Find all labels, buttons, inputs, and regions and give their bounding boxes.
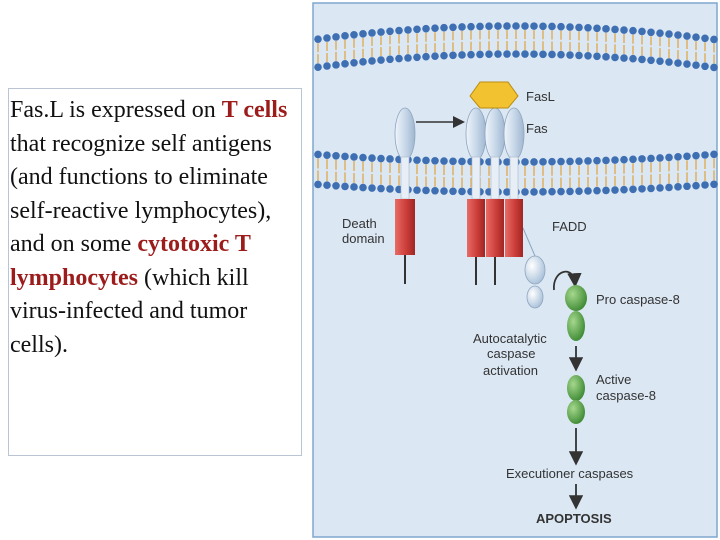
recruitment-curve-arrow [553, 270, 582, 291]
autocatalytic-label-line1: Autocatalytic [473, 331, 547, 346]
diagram-background [312, 2, 718, 538]
autocatalytic-label-line3: activation [483, 363, 538, 378]
procaspase-8 [565, 285, 587, 341]
executioner-caspases-label: Executioner caspases [506, 466, 634, 481]
procaspase-label: Pro caspase-8 [596, 292, 680, 307]
death-domain-label-line1: Death [342, 216, 377, 231]
unbound-fas-receptor [394, 107, 416, 284]
fas-receptor-trimer [465, 107, 525, 285]
text-segment: Fas.L is expressed on [10, 97, 222, 123]
fadd-label: FADD [552, 219, 587, 234]
active-caspase-label-line1: Active [596, 372, 631, 387]
autocatalytic-label-line2: caspase [487, 346, 535, 361]
active-caspase-8 [567, 375, 585, 424]
fasl-ligand [469, 81, 519, 109]
fas-apoptosis-diagram: Death domain FADD Pro caspase-8 Autocata… [312, 2, 718, 538]
text-segment: (which kill virus-infected and tumor cel… [10, 264, 249, 358]
highlighted-term: T cells [221, 97, 288, 123]
fadd-adaptor [522, 227, 546, 309]
description-text-box: Fas.L is expressed on T cells that recog… [8, 88, 302, 456]
ligand-cell-membrane [314, 22, 718, 72]
text-segment: that recognize self antigens (and functi… [10, 130, 272, 258]
death-domain-label-line2: domain [342, 231, 385, 246]
fasl-label: FasL [526, 89, 555, 104]
highlighted-term: cytotoxic T lymphocytes [10, 231, 251, 291]
fas-label: Fas [526, 121, 548, 136]
active-caspase-label-line2: caspase-8 [596, 388, 656, 403]
apoptosis-label: APOPTOSIS [536, 511, 612, 526]
